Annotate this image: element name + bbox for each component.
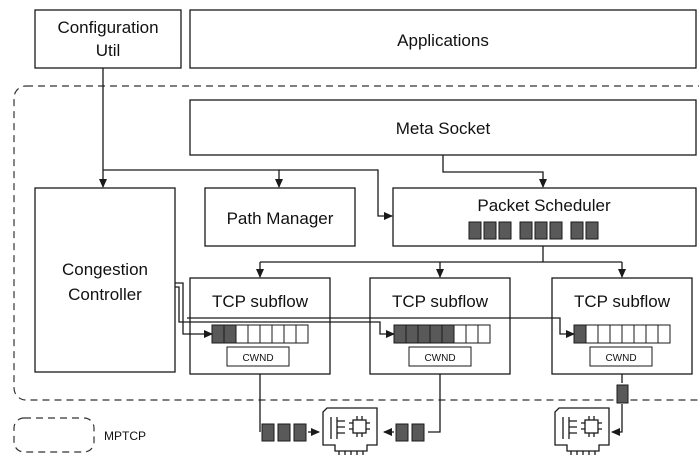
- cwnd-slot: [429, 324, 443, 344]
- congestion-controller-label-line2: Controller: [68, 285, 142, 304]
- scheduler-packet: [549, 221, 563, 240]
- mptcp-region: [13, 85, 699, 401]
- tcp-subflow-3-label: TCP subflow: [574, 292, 671, 311]
- wire-packet: [395, 423, 409, 442]
- tcp-subflow-3-cwnd-slots: [573, 324, 671, 344]
- tcp-subflow-1: TCP subflow CWND: [189, 277, 331, 375]
- connectors: [99, 68, 626, 436]
- path-manager-label: Path Manager: [227, 209, 334, 228]
- congestion-to-subflow-3-arrow: [187, 317, 575, 338]
- cwnd-slot: [283, 324, 297, 344]
- congestion-controller-label-line1: Congestion: [62, 260, 148, 279]
- scheduler-packet: [498, 221, 512, 240]
- congestion-to-subflow-2-arrow: [175, 286, 395, 338]
- cwnd-slot: [271, 324, 285, 344]
- subflow-2-to-nic-line: [428, 374, 441, 433]
- meta-socket-label: Meta Socket: [396, 119, 491, 138]
- meta-socket-box: Meta Socket: [189, 99, 697, 156]
- wire-packet: [616, 384, 629, 404]
- tcp-subflow-2: TCP subflow CWND: [369, 277, 511, 375]
- cwnd-slot: [645, 324, 659, 344]
- cwnd-slot: [247, 324, 261, 344]
- scheduler-packet: [570, 221, 584, 240]
- legend-mptcp-label: MPTCP: [104, 429, 146, 443]
- congestion-controller-box: Congestion Controller: [34, 187, 176, 373]
- cwnd-slot: [453, 324, 467, 344]
- scheduler-packet-queue: [468, 221, 599, 240]
- network-card-icon: [554, 407, 610, 455]
- cwnd-slot: [609, 324, 623, 344]
- config-to-path-manager-arrow: [103, 169, 283, 188]
- cwnd-slot: [417, 324, 431, 344]
- subflow-3-to-nic-arrow: [611, 404, 623, 436]
- cwnd-slot: [657, 324, 671, 344]
- configuration-util-label-line1: Configuration: [57, 18, 158, 37]
- cwnd-slot: [597, 324, 611, 344]
- legend: MPTCP: [13, 417, 146, 453]
- scheduler-packet: [534, 221, 548, 240]
- applications-label: Applications: [397, 31, 489, 50]
- configuration-util-label-line2: Util: [96, 41, 121, 60]
- tcp-subflow-1-cwnd-slots: [211, 324, 309, 344]
- scheduler-packet: [468, 221, 482, 240]
- path-manager-box: Path Manager: [204, 187, 356, 247]
- packet-scheduler-label: Packet Scheduler: [477, 196, 611, 215]
- cwnd-slot: [223, 324, 237, 344]
- cwnd-slot: [441, 324, 455, 344]
- tcp-subflow-1-label: TCP subflow: [212, 292, 309, 311]
- congestion-to-subflow-1-arrow: [175, 282, 213, 338]
- cwnd-slot: [621, 324, 635, 344]
- legend-mptcp-swatch: [13, 417, 95, 453]
- tcp-subflow-2-label: TCP subflow: [392, 292, 489, 311]
- wire-packet: [277, 423, 291, 442]
- cwnd-slot: [585, 324, 599, 344]
- packet-scheduler-box: Packet Scheduler: [392, 187, 697, 247]
- wire-packet: [411, 423, 425, 442]
- scheduler-to-subflows-bus: [260, 246, 622, 263]
- scheduler-packet: [585, 221, 599, 240]
- cwnd-slot: [405, 324, 419, 344]
- cwnd-slot: [393, 324, 407, 344]
- cwnd-slot: [259, 324, 273, 344]
- tcp-subflow-3: TCP subflow CWND: [551, 277, 693, 375]
- cwnd-slot: [295, 324, 309, 344]
- meta-to-scheduler-arrow: [442, 155, 547, 188]
- tcp-subflow-2-cwnd-slots: [393, 324, 491, 344]
- tcp-subflow-2-cwnd-label: CWND: [424, 353, 455, 364]
- config-to-scheduler-arrow: [279, 169, 393, 220]
- cwnd-slot: [573, 324, 587, 344]
- wire-packet: [293, 423, 307, 442]
- wire-packet: [261, 423, 275, 442]
- cwnd-slot: [465, 324, 479, 344]
- scheduler-packet: [519, 221, 533, 240]
- network-card-icon: [322, 407, 378, 455]
- configuration-util-box: Configuration Util: [34, 9, 182, 69]
- applications-box: Applications: [189, 9, 697, 69]
- cwnd-slot: [633, 324, 647, 344]
- tcp-subflow-3-cwnd-label: CWND: [605, 353, 636, 364]
- scheduler-packet: [483, 221, 497, 240]
- cwnd-slot: [235, 324, 249, 344]
- cwnd-slot: [477, 324, 491, 344]
- tcp-subflow-1-cwnd-label: CWND: [242, 353, 273, 364]
- cwnd-slot: [211, 324, 225, 344]
- wire-packets: [261, 384, 629, 442]
